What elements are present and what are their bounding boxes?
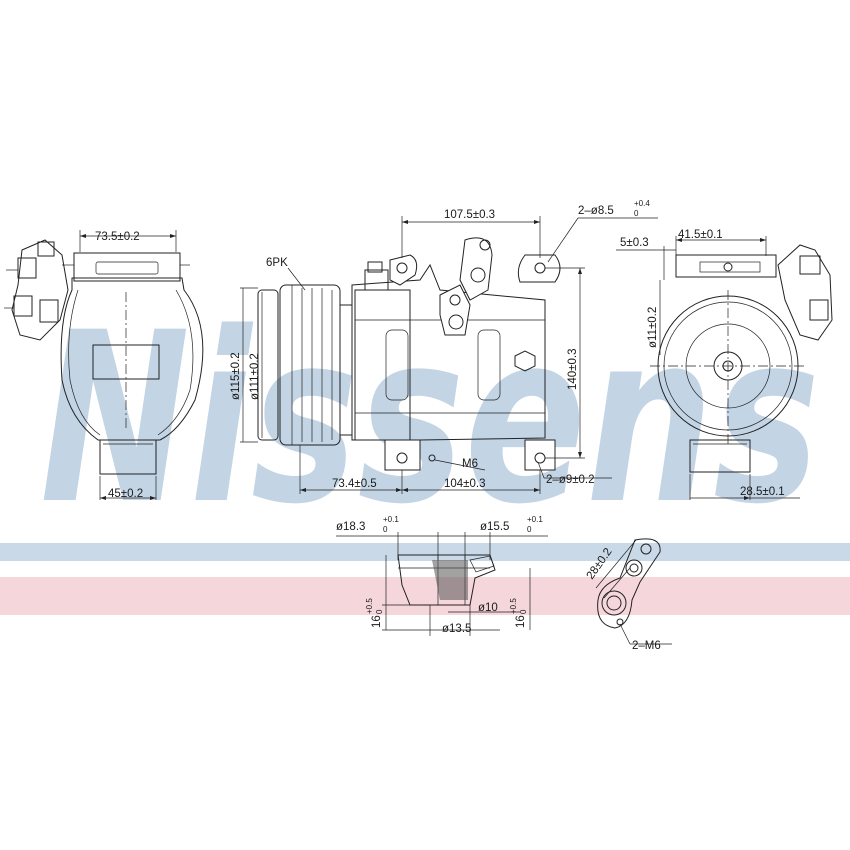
port-thread-label: 2–M6 <box>632 640 661 652</box>
dim-fitting-dia-left-tol-upper: +0.1 <box>383 515 399 524</box>
dim-right-offset: 5±0.3 <box>620 237 649 249</box>
dim-fitting-dia-small: ø10 <box>478 602 498 614</box>
dim-bottom-right: 104±0.3 <box>444 478 486 490</box>
watermark: Nissens <box>40 283 820 556</box>
dim-length-top: 107.5±0.3 <box>444 209 495 221</box>
dim-fitting-height-left-tol-lower: 0 <box>375 609 384 614</box>
dim-left-bottom: 45±0.2 <box>108 488 143 500</box>
dim-dia-111: ø111±0.2 <box>249 353 261 400</box>
dim-right-dia: ø11±0.2 <box>647 307 659 348</box>
dim-fitting-height-right: 16 <box>515 615 527 628</box>
dim-right-width: 41.5±0.1 <box>678 229 723 241</box>
right-end-view: 41.5±0.1 5±0.3 ø11±0.2 28.5±0.1 <box>616 229 833 500</box>
dim-fitting-dia-left-tol-lower: 0 <box>383 525 388 534</box>
dim-top-holes-tol-lower: 0 <box>634 209 639 218</box>
dim-right-bottom: 28.5±0.1 <box>740 486 785 498</box>
dim-left-top: 73.5±0.2 <box>95 231 140 243</box>
dim-height: 140±0.3 <box>567 349 579 391</box>
left-end-view: 73.5±0.2 45±0.2 <box>4 230 204 500</box>
dim-fitting-dia-right-tol-upper: +0.1 <box>527 515 543 524</box>
dim-fitting-dia-right: ø15.5 <box>480 521 509 533</box>
dim-fitting-height-left: 16 <box>371 615 383 628</box>
band-pink <box>0 577 850 615</box>
side-view: 6PK ø115±0.2 ø111±0.2 <box>230 199 658 494</box>
thread-label: M6 <box>462 458 478 470</box>
dim-top-holes: 2–ø8.5 <box>578 205 614 217</box>
dim-fitting-dia-right-tol-lower: 0 <box>527 525 532 534</box>
dim-fitting-height-left-tol-upper: +0.5 <box>365 598 374 614</box>
dim-dia-115: ø115±0.2 <box>230 352 242 400</box>
dim-top-holes-tol-upper: +0.4 <box>634 199 650 208</box>
dim-fitting-height-right-tol-lower: 0 <box>519 609 528 614</box>
dim-bottom-holes: 2–ø9±0.2 <box>546 474 595 486</box>
band-blue <box>0 543 850 561</box>
dim-fitting-dia-left: ø18.3 <box>336 521 365 533</box>
dim-fitting-height-right-tol-upper: +0.5 <box>509 598 518 614</box>
pulley-label: 6PK <box>266 257 288 269</box>
dim-fitting-dia-bottom: ø13.5 <box>442 623 471 635</box>
dim-bottom-left: 73.4±0.5 <box>332 478 377 490</box>
fitting-detail: ø18.3 +0.1 0 ø15.5 +0.1 0 16 +0.5 0 16 +… <box>336 515 548 636</box>
